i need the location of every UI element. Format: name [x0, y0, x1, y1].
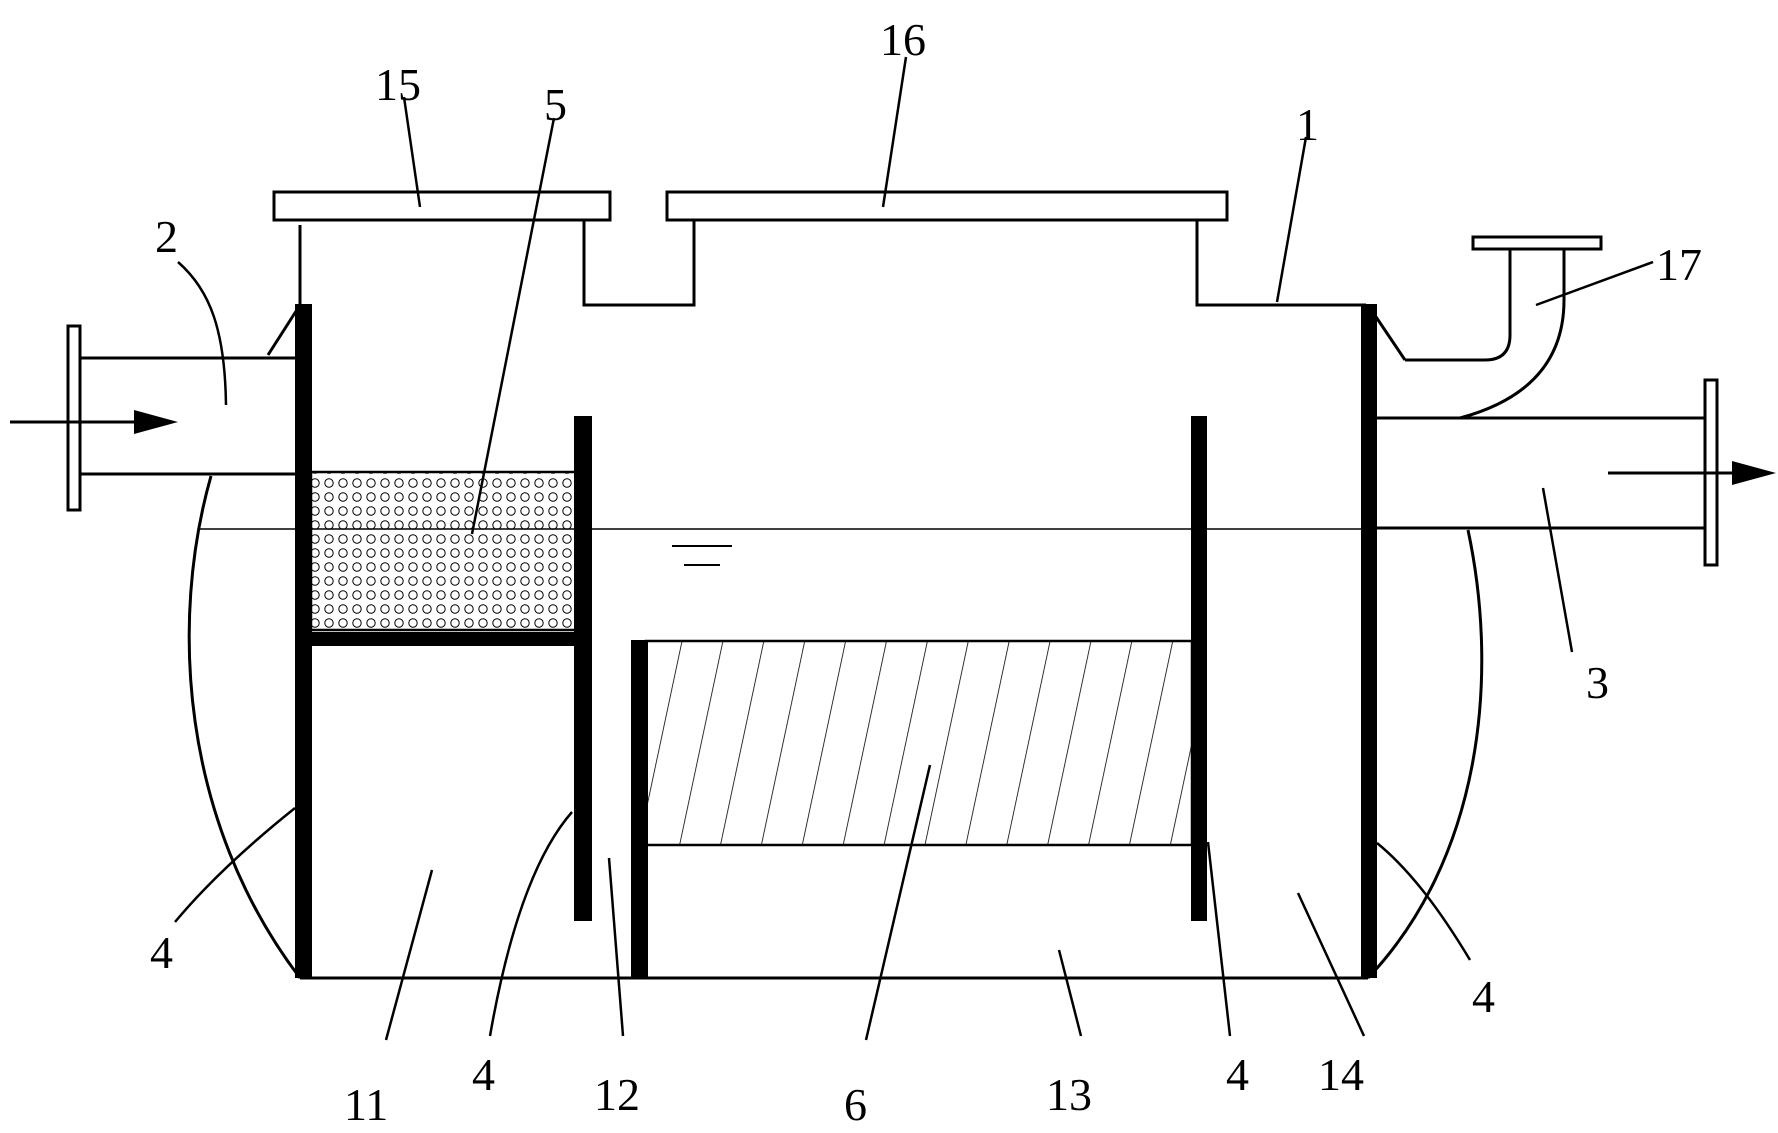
inlet-arrow	[10, 410, 178, 434]
manhole-cover-15	[272, 190, 612, 222]
label-3: 3	[1586, 657, 1609, 708]
tank-body	[187, 220, 1484, 980]
label-5: 5	[544, 79, 567, 130]
vent-pipe	[1405, 235, 1603, 420]
partition-left-end	[295, 304, 312, 978]
partition-chamber-13-14	[1191, 416, 1207, 921]
label-4-right: 4	[1472, 971, 1495, 1022]
water-level-symbol	[672, 545, 732, 566]
label-12: 12	[594, 1069, 640, 1120]
label-14: 14	[1318, 1049, 1364, 1100]
leader-lines	[174, 56, 1654, 1041]
label-6: 6	[844, 1079, 867, 1130]
partition-chamber-12-13	[631, 640, 648, 978]
support-plate	[312, 632, 576, 646]
label-4-center-left: 4	[472, 1049, 495, 1100]
label-2: 2	[155, 211, 178, 262]
label-15: 15	[375, 59, 421, 110]
manhole-cover-16	[665, 190, 1229, 222]
label-17: 17	[1656, 239, 1702, 290]
filter-media	[309, 470, 578, 632]
label-4-left: 4	[150, 927, 173, 978]
label-16: 16	[880, 14, 926, 65]
label-1: 1	[1296, 99, 1319, 150]
label-4-center-right: 4	[1226, 1049, 1249, 1100]
label-11: 11	[344, 1079, 388, 1130]
inlet-pipe	[66, 324, 300, 512]
outlet-arrow	[1608, 461, 1776, 485]
label-13: 13	[1046, 1069, 1092, 1120]
partition-right-end	[1361, 304, 1377, 978]
partition-chamber-11-12	[574, 416, 592, 921]
